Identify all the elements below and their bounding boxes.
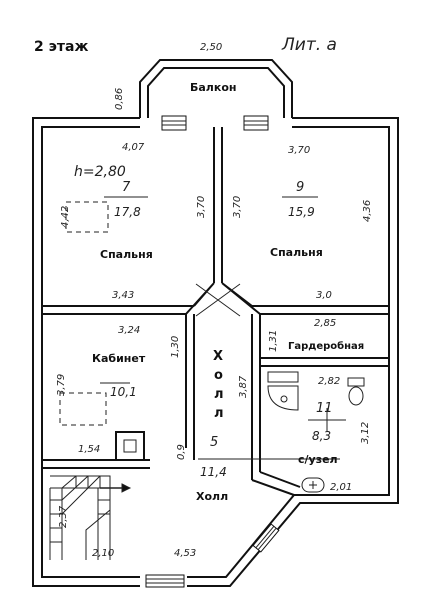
hall-vertical-char: о <box>214 368 223 383</box>
dim-wall-mid-left: 3,70 <box>196 196 207 218</box>
bath-counter <box>267 371 299 383</box>
right-bedroom-bottom-wall <box>252 305 389 315</box>
hall-vertical-char: л <box>214 406 224 421</box>
room-7-number: 7 <box>122 180 131 195</box>
dim-bottom-mid: 4,53 <box>174 548 196 559</box>
wardrobe-label: Гардеробная <box>288 340 364 352</box>
bedroom-left-label: Спальня <box>100 248 153 261</box>
balcony-label: Балкон <box>190 81 237 94</box>
dim-wardrobe-top: 2,85 <box>314 318 336 329</box>
bed-study <box>59 392 107 426</box>
wardrobe-left-wall <box>251 314 261 480</box>
shower <box>267 385 299 411</box>
room-7-area: 17,8 <box>114 205 141 219</box>
bed-left <box>65 201 109 233</box>
study-right-wall <box>185 314 195 460</box>
floor-title: 2 этаж <box>34 39 88 55</box>
room-9-number: 9 <box>296 180 304 195</box>
dim-bath-side: 3,12 <box>360 422 371 444</box>
room-9-area: 15,9 <box>288 205 315 219</box>
bottom-window <box>145 574 185 588</box>
toilet <box>348 386 364 406</box>
hall-vertical-char: л <box>214 387 224 402</box>
balcony-inner <box>147 67 285 118</box>
hall-label: Холл <box>196 490 228 503</box>
door-cross <box>195 283 241 317</box>
bath-area: 8,3 <box>312 429 331 443</box>
hall-area: 11,4 <box>200 465 227 479</box>
bath-extra-area: 2,01 <box>330 482 352 493</box>
bathroom-label: с/узел <box>298 453 338 466</box>
dim-stair-top: 1,54 <box>78 444 100 455</box>
dim-mid-right: 3,0 <box>316 290 332 301</box>
dim-hall-side: 3,87 <box>238 375 249 398</box>
left-bedroom-bottom-wall <box>42 305 194 315</box>
dim-top-right: 3,70 <box>288 145 310 156</box>
dim-top-left: 4,07 <box>122 142 145 153</box>
dim-bottom-left: 2,10 <box>92 548 114 559</box>
balcony-door-left <box>161 115 187 131</box>
balcony-door-right <box>243 115 269 131</box>
stair-top-wall <box>42 459 150 469</box>
study-area: 10,1 <box>110 385 137 399</box>
dim-stair-side: 2,37 <box>58 505 69 528</box>
wardrobe-bottom-wall <box>260 357 389 367</box>
dim-left-442: 4,42 <box>60 206 71 228</box>
dim-top: 2,50 <box>200 42 222 53</box>
dim-wall-mid-right: 3,70 <box>232 196 243 218</box>
dim-study-top: 3,24 <box>118 325 140 336</box>
staircase <box>49 475 132 560</box>
hall-chamfer <box>185 282 261 315</box>
fixtures <box>49 115 365 588</box>
study-label: Кабинет <box>92 352 146 365</box>
dim-right-436: 4,36 <box>362 200 373 222</box>
balcony-outline <box>139 59 293 118</box>
dim-hall-09: 0,9 <box>176 444 187 460</box>
dim-study-right: 1,30 <box>170 336 181 358</box>
bedroom-divider <box>213 127 223 283</box>
bath-number: 11 <box>316 401 333 416</box>
diagonal-window <box>252 523 280 553</box>
dim-balcony-side: 0,86 <box>114 88 125 110</box>
height-label: h=2,80 <box>74 164 126 180</box>
dim-study-side: 3,79 <box>56 374 67 396</box>
bath-diagonal-wall <box>251 471 301 496</box>
dim-mid-left: 3,43 <box>112 290 134 301</box>
walls <box>32 59 399 587</box>
outer-wall-inner <box>41 126 390 578</box>
outer-wall-outline <box>32 117 399 587</box>
hall-vertical-char: Х <box>213 349 223 364</box>
dim-bath-top: 2,82 <box>318 376 340 387</box>
hall-number: 5 <box>210 435 218 450</box>
dim-wardrobe-side: 1,31 <box>268 330 279 352</box>
hall-vertical-label: Х о л л <box>213 349 224 421</box>
lit-label: Лит. а <box>281 35 337 55</box>
bedroom-right-label: Спальня <box>270 246 323 259</box>
